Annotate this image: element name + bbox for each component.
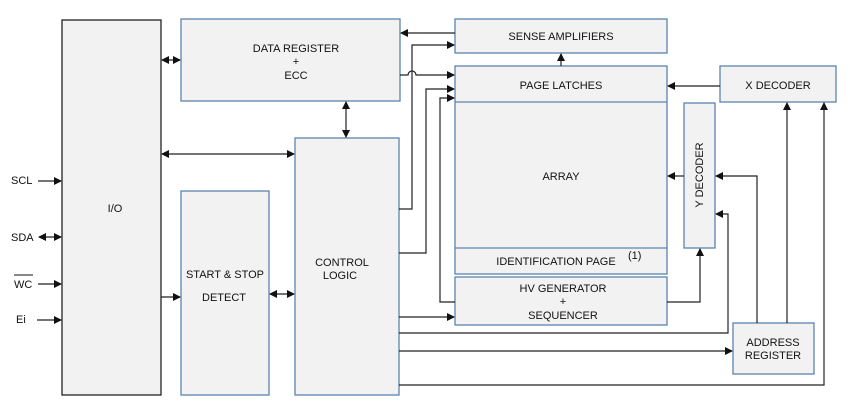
connections <box>161 29 828 386</box>
io-block: I/O <box>61 19 162 396</box>
start-stop-detect-block: START & STOP DETECT <box>180 190 270 396</box>
logic-label: LOGIC <box>323 270 357 282</box>
control-y-decoder-link <box>399 210 729 334</box>
y-decoder-label: Y DECODER <box>694 142 706 207</box>
control-sense-amp-link <box>399 41 455 210</box>
control-page-latches-link <box>399 85 455 254</box>
footnote-marker: (1) <box>628 250 641 262</box>
data-register-block: DATA REGISTER + ECC <box>180 18 401 102</box>
start-stop-label: START & STOP <box>186 269 264 281</box>
data-register-page-latches-link <box>400 70 455 79</box>
control-label: CONTROL <box>315 257 369 269</box>
register-label: REGISTER <box>745 350 801 362</box>
sequencer-label: SEQUENCER <box>528 310 598 322</box>
identification-page-label: IDENTIFICATION PAGE <box>496 256 615 268</box>
array-label: ARRAY <box>542 171 580 183</box>
detect-label: DETECT <box>202 292 246 304</box>
pin-ei: Ei <box>16 314 62 326</box>
sense-amplifiers-label: SENSE AMPLIFIERS <box>508 31 613 43</box>
hv-y-decoder-link <box>667 248 704 303</box>
page-latches-label: PAGE LATCHES <box>520 80 603 92</box>
io-label: I/O <box>108 203 123 215</box>
pin-sda: SDA <box>11 232 62 244</box>
x-decoder-label: X DECODER <box>745 80 810 92</box>
sense-amplifiers-block: SENSE AMPLIFIERS <box>454 18 668 54</box>
pin-scl: SCL <box>11 175 62 187</box>
data-register-label: DATA REGISTER <box>253 43 339 55</box>
wc-label: WC <box>14 279 32 291</box>
sda-label: SDA <box>11 232 34 244</box>
ecc-label: ECC <box>284 70 307 82</box>
pin-wc: WC <box>14 274 62 291</box>
address-register-block: ADDRESS REGISTER <box>732 322 815 375</box>
hv-page-latches-link <box>439 94 455 303</box>
y-decoder-block: Y DECODER <box>683 102 716 249</box>
hv-plus: + <box>560 296 566 308</box>
memory-array-block: PAGE LATCHES ARRAY IDENTIFICATION PAGE (… <box>454 65 668 275</box>
control-x-decoder-link <box>399 102 828 386</box>
x-decoder-block: X DECODER <box>719 65 837 103</box>
data-register-plus: + <box>293 56 299 68</box>
hv-generator-label: HV GENERATOR <box>520 283 607 295</box>
address-label: ADDRESS <box>746 337 799 349</box>
hv-generator-block: HV GENERATOR + SEQUENCER <box>454 276 668 326</box>
address-y-decoder-link <box>715 172 758 323</box>
control-logic-block: CONTROL LOGIC <box>294 137 400 396</box>
scl-label: SCL <box>11 175 32 187</box>
ei-label: Ei <box>16 314 26 326</box>
